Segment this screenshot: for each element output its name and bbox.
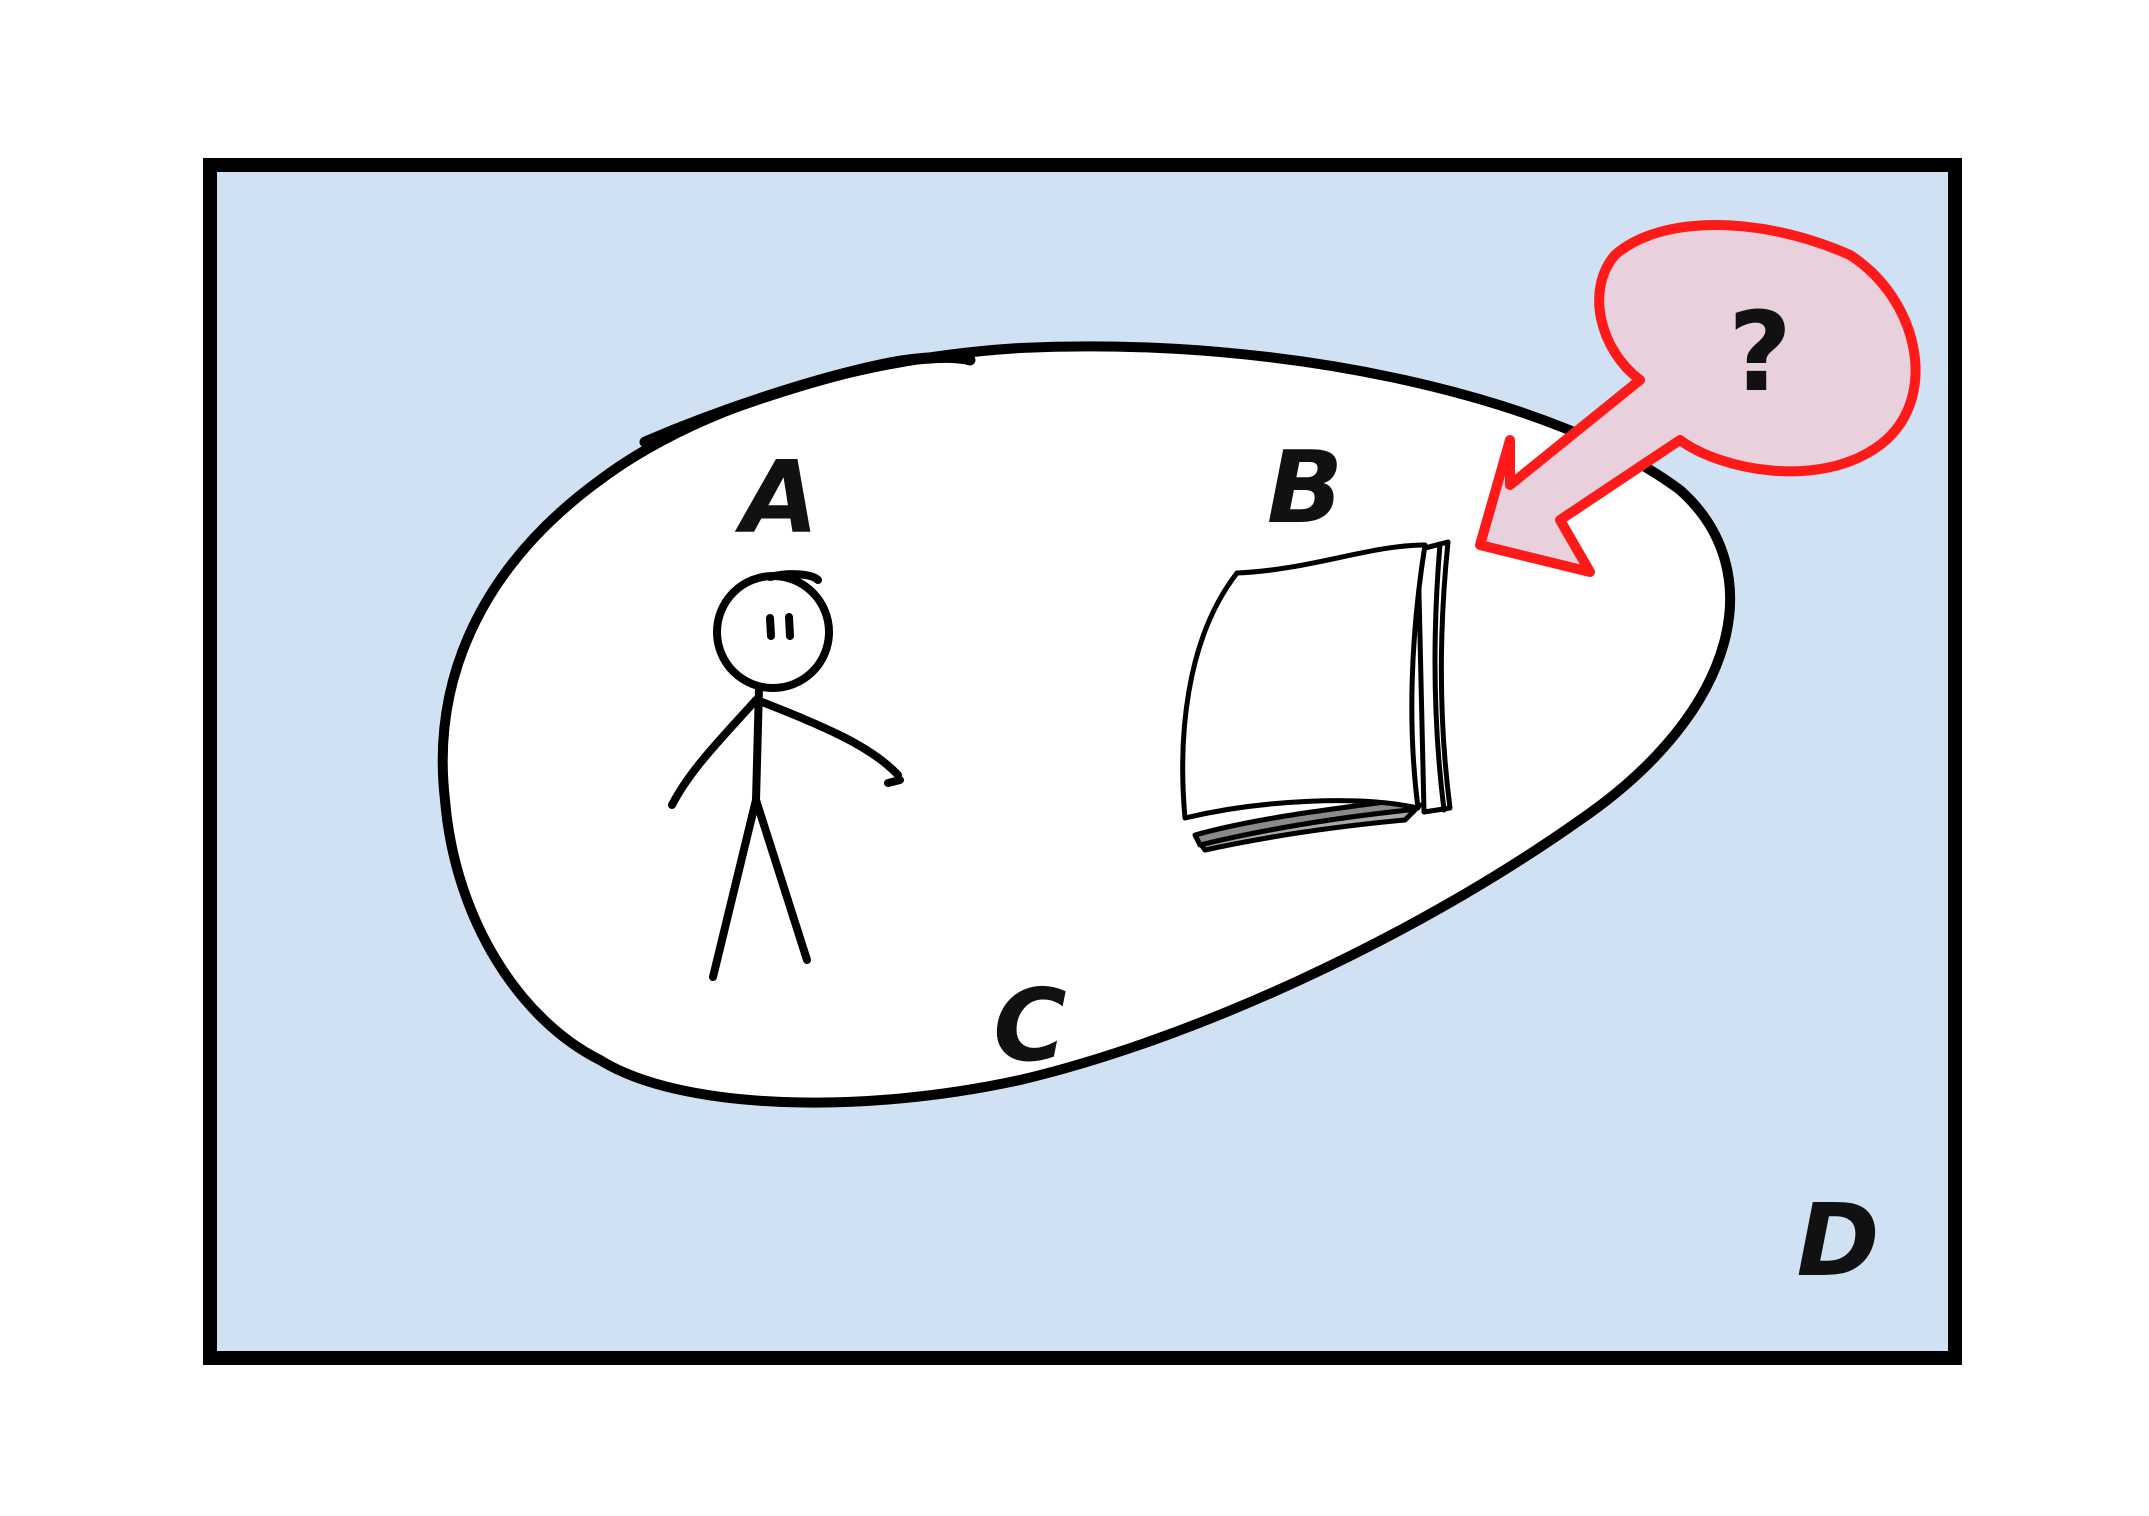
question-arrow-callout: ? bbox=[1475, 220, 1921, 577]
question-mark-label: ? bbox=[1728, 288, 1792, 416]
label-a: A bbox=[734, 439, 818, 556]
label-b: B bbox=[1267, 429, 1343, 546]
label-d: D bbox=[1796, 1182, 1879, 1299]
stick-figure-icon bbox=[668, 570, 904, 981]
paper-stack-icon bbox=[1180, 539, 1453, 853]
ellipse-c bbox=[437, 341, 1736, 1108]
label-c: C bbox=[993, 967, 1066, 1084]
